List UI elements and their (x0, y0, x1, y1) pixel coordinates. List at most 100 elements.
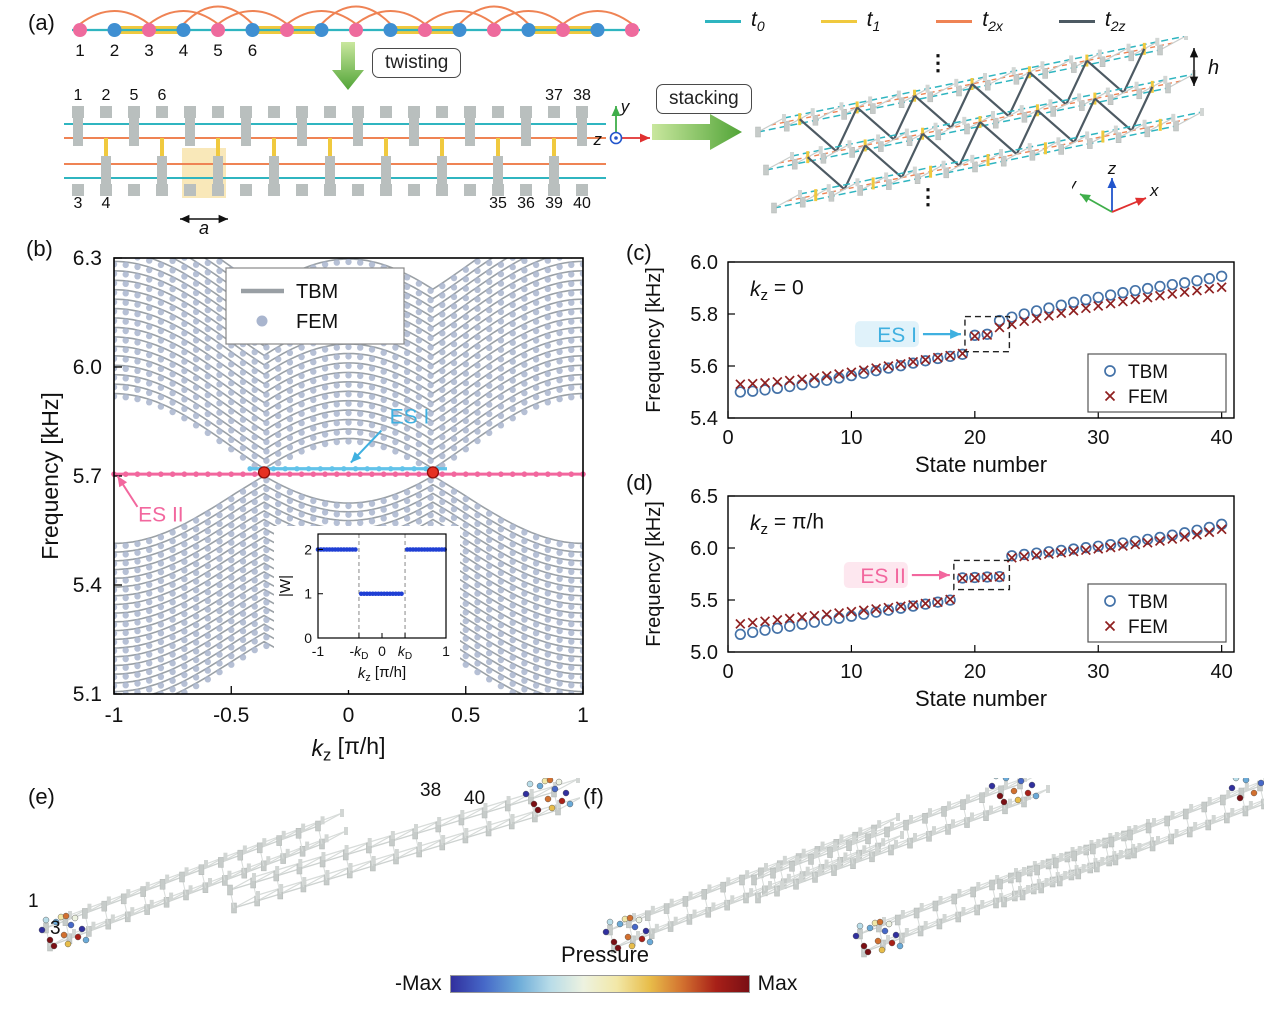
pressure-dot (635, 916, 643, 924)
svg-text:ES II: ES II (138, 503, 184, 526)
svg-text:FEM: FEM (1128, 387, 1168, 408)
pressure-dot (558, 797, 566, 805)
svg-text:kD​: kD​ (398, 643, 412, 662)
t2x-arc (562, 10, 633, 25)
svg-text:|W|: |W| (277, 575, 294, 597)
legend-item-t2x: t2x (936, 8, 1003, 34)
chain-site (521, 23, 536, 37)
bond-label: t1 (866, 8, 881, 35)
series-fem (735, 282, 1227, 390)
t2x-arc (493, 10, 564, 25)
bond-legend: t0 t1 t2x t2z (705, 8, 1126, 34)
svg-text:0: 0 (304, 630, 312, 646)
svg-text:State number: State number (915, 686, 1047, 711)
t2z-bond (900, 133, 924, 179)
svg-text:4: 4 (102, 195, 111, 212)
svg-text:40: 40 (1211, 661, 1233, 683)
svg-text:6.0: 6.0 (690, 252, 718, 274)
pressure-dot (530, 800, 538, 808)
pressure-dot (46, 936, 54, 944)
winding-number-inset: 012-1-kD​0kD​1|W|kz​ [π/h] (274, 526, 460, 690)
t2z-bond (1007, 71, 1031, 117)
svg-text:-kD​: -kD​ (349, 643, 368, 662)
svg-text:1: 1 (74, 87, 83, 104)
svg-text:Frequency [kHz]: Frequency [kHz] (643, 267, 665, 413)
t2z-bond (1086, 59, 1125, 94)
pressure-dot (78, 925, 86, 933)
t2z-bond (979, 121, 1018, 155)
svg-text:40: 40 (1211, 427, 1233, 449)
svg-text:-0.5: -0.5 (213, 704, 249, 727)
chain-site (487, 23, 501, 37)
t2z-bond (921, 132, 961, 167)
svg-text:TBM: TBM (296, 281, 338, 303)
bond-label: t0 (751, 8, 765, 35)
svg-text:⋮: ⋮ (917, 184, 939, 209)
svg-text:Frequency [kHz]: Frequency [kHz] (37, 392, 63, 559)
series-fem (735, 524, 1227, 629)
pressure-dot (1232, 778, 1240, 782)
t2x-arc (320, 5, 392, 25)
pressure-dot (878, 946, 886, 954)
pressure-dot (555, 778, 563, 786)
t2x-arc (458, 5, 530, 25)
mode-shapes-e (38, 778, 580, 952)
pressure-dot (52, 918, 60, 926)
pressure-colorbar: Pressure -Max Max (395, 942, 815, 996)
svg-text:x: x (1149, 181, 1159, 200)
pressure-dot (988, 782, 996, 790)
svg-text:y: y (620, 98, 631, 116)
svg-text:40: 40 (573, 195, 591, 212)
pressure-dot (67, 921, 75, 929)
pressure-dot (74, 933, 82, 941)
t2x-arc (217, 10, 288, 25)
bond-swatch-icon (705, 19, 741, 23)
t2x-arc (182, 5, 254, 25)
t2x-arc (79, 10, 150, 25)
stacking-label: stacking (656, 84, 752, 114)
svg-text:6: 6 (248, 41, 257, 60)
chain-site (245, 23, 260, 37)
bond-label: t2x (982, 8, 1003, 35)
svg-text:30: 30 (1087, 427, 1109, 449)
svg-text:37: 37 (545, 87, 563, 104)
svg-text:-1: -1 (105, 704, 124, 727)
bond-swatch-icon (820, 19, 857, 23)
svg-text:z: z (593, 130, 603, 149)
t2z-bond (958, 121, 981, 167)
svg-text:⋮: ⋮ (927, 50, 949, 75)
bond-swatch-icon (936, 19, 973, 23)
pressure-dot (534, 806, 542, 814)
t2z-bond (856, 106, 895, 141)
chain-site (107, 23, 122, 37)
svg-text:6: 6 (158, 87, 167, 104)
twisting-label: twisting (372, 48, 462, 78)
svg-text:kz​ [π/h]: kz​ [π/h] (311, 733, 385, 764)
svg-text:ES I: ES I (390, 405, 430, 428)
svg-text:ES II: ES II (860, 565, 906, 588)
pressure-dot (614, 944, 622, 952)
svg-text:0: 0 (722, 427, 733, 449)
pressure-dot (1228, 784, 1236, 792)
svg-text:5.8: 5.8 (690, 304, 718, 326)
svg-text:5.5: 5.5 (690, 590, 718, 612)
t2z-bond (1065, 60, 1088, 105)
pressure-dot (628, 942, 636, 950)
t2z-bond (950, 83, 973, 129)
svg-text:5.4: 5.4 (690, 408, 718, 430)
svg-text:4: 4 (179, 41, 188, 60)
t2z-bond (843, 144, 867, 190)
axes-3d: zxy (1072, 164, 1159, 213)
bond-label: t2z (1104, 8, 1126, 35)
site-40-label: 40 (464, 788, 486, 809)
chain-site (280, 23, 294, 37)
stacked-lattice-3d: h⋮⋮ (755, 36, 1219, 214)
t2z-bond (1073, 98, 1096, 143)
t2z-bond (913, 94, 953, 129)
svg-text:3: 3 (74, 195, 83, 212)
pressure-dot (626, 914, 634, 922)
colorbar-min-label: -Max (395, 972, 442, 995)
svg-text:kz​ [π/h]: kz​ [π/h] (358, 664, 406, 684)
